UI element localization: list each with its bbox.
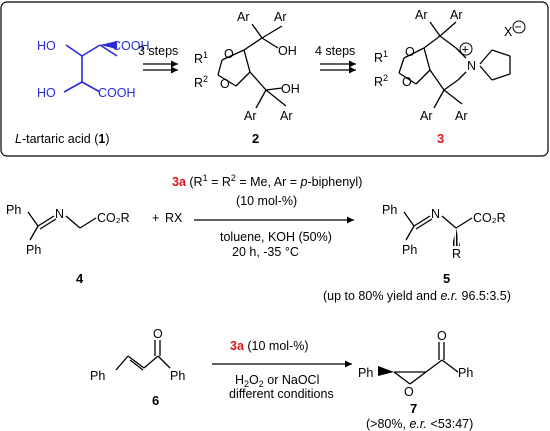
- compound-3-plus: +: [462, 43, 469, 57]
- tartaric-cooh-bottom: COOH: [98, 86, 136, 100]
- compound-2-r2: R2: [194, 74, 208, 90]
- compound-2-oh-top: OH: [278, 44, 297, 58]
- compound-2-r1: R1: [194, 50, 208, 66]
- reaction1-rx: RX: [165, 211, 183, 225]
- reaction1-condition-2: 20 h, -35 °C: [232, 245, 299, 259]
- compound-5-yield: (up to 80% yield and e.r. 96.5:3.5): [323, 289, 511, 303]
- compound-7-o-epoxide: O: [404, 385, 414, 399]
- arrow-3-steps-label: 3 steps: [138, 44, 178, 58]
- compound-3-number: 3: [437, 131, 444, 146]
- compound-3-structure: [398, 21, 511, 109]
- compound-5-hash-bond: [452, 228, 460, 246]
- compound-2-o-top: O: [224, 47, 234, 61]
- compound-6-ph-left: Ph: [90, 369, 105, 383]
- tartaric-wedge-top: [100, 41, 117, 49]
- compound-5-ph-top: Ph: [382, 203, 397, 217]
- compound-3-ar-2: Ar: [450, 8, 463, 22]
- compound-3-minus-circle: [512, 20, 526, 34]
- compound-3-plus-circle: [459, 42, 473, 56]
- compound-2-o-bottom: O: [220, 77, 230, 91]
- compound-4-ph-top: Ph: [6, 203, 21, 217]
- compound-7-yield: (>80%, e.r. <53:47): [366, 417, 473, 431]
- tartaric-caption: L-tartaric acid (1): [15, 132, 109, 146]
- reaction1-condition-1: toluene, KOH (50%): [220, 230, 332, 244]
- compound-5-co2r: CO₂R: [473, 211, 506, 225]
- compound-7-o-carbonyl: O: [437, 329, 447, 343]
- compound-6-o: O: [153, 327, 163, 341]
- compound-3-minus: −: [515, 20, 522, 34]
- compound-5-r: R: [452, 247, 461, 261]
- compound-7-ph-right: Ph: [458, 366, 473, 380]
- compound-7-number: 7: [410, 401, 417, 416]
- compound-3-ar-3: Ar: [420, 109, 433, 123]
- reaction2-condition-1: H2O2 or NaOCl: [235, 373, 319, 389]
- compound-3-o-top: O: [405, 45, 415, 59]
- reaction1-catalyst-line: 3a (R1 = R2 = Me, Ar = p-biphenyl): [172, 173, 362, 189]
- compound-3-n: N: [467, 59, 476, 73]
- compound-2-ar-2: Ar: [274, 10, 287, 24]
- compound-5-n: N: [431, 207, 440, 221]
- reaction1-loading: (10 mol-%): [236, 194, 297, 208]
- compound-3-r1: R1: [374, 49, 388, 65]
- reaction2-catalyst-line: 3a (10 mol-%): [230, 339, 309, 353]
- reaction1-plus: +: [152, 211, 159, 225]
- compound-3-x: X: [504, 25, 513, 39]
- compound-7-wedge: [378, 366, 394, 376]
- arrow-4-steps: [320, 60, 356, 74]
- compound-5-number: 5: [443, 271, 450, 286]
- compound-3-ar-1: Ar: [415, 8, 428, 22]
- compound-2-oh-bottom: OH: [281, 82, 300, 96]
- compound-3-r2: R2: [374, 73, 388, 89]
- compound-3-ar-4: Ar: [455, 109, 468, 123]
- compound-4-n: N: [55, 207, 64, 221]
- compound-6-ph-right: Ph: [170, 369, 185, 383]
- arrow-3-steps: [143, 60, 178, 74]
- top-panel-frame: [0, 1, 549, 157]
- tartaric-ho-top: HO: [37, 39, 56, 53]
- compound-4-co2r: CO₂R: [97, 211, 130, 225]
- compound-2-ar-4: Ar: [280, 109, 293, 123]
- compound-7-structure: [393, 342, 459, 385]
- tartaric-acid-structure: [63, 44, 118, 93]
- compound-6-number: 6: [152, 393, 159, 408]
- compound-5-structure: [403, 211, 473, 241]
- compound-2-number: 2: [252, 131, 259, 146]
- compound-5-ph-bottom: Ph: [402, 243, 417, 257]
- compound-2-ar-3: Ar: [244, 109, 257, 123]
- compound-3-o-bottom: O: [402, 75, 412, 89]
- compound-6-structure: [115, 340, 171, 371]
- tartaric-cooh-top: COOH: [112, 39, 150, 53]
- compound-4-number: 4: [76, 271, 84, 286]
- tartaric-ho-bottom: HO: [37, 86, 56, 100]
- arrow-4-steps-label: 4 steps: [315, 44, 355, 58]
- compound-4-ph-bottom: Ph: [26, 243, 41, 257]
- compound-2-structure: [217, 23, 287, 109]
- reaction2-condition-2: different conditions: [229, 387, 334, 401]
- compound-2-ar-1: Ar: [237, 10, 250, 24]
- compound-4-structure: [27, 211, 97, 241]
- compound-7-ph-left: Ph: [358, 366, 373, 380]
